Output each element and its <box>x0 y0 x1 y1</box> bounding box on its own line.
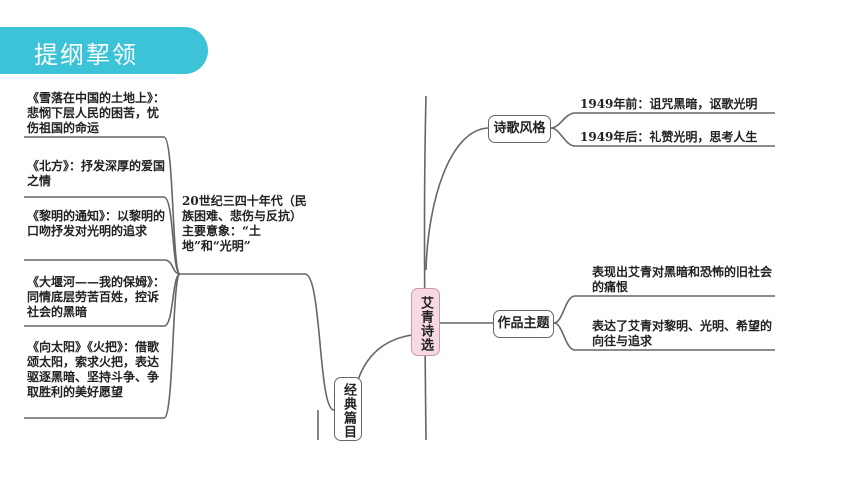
poem-item: 《大堰河——我的保姆》：同情底层劳苦百姓，控诉社会的黑暗 <box>27 275 166 319</box>
section-header: 提纲挈领 <box>0 27 208 74</box>
header-title: 提纲挈领 <box>34 41 138 69</box>
theme-item: 表现出艾青对黑暗和恐怖的旧社会的痛恨 <box>592 265 773 294</box>
theme-item: 表达了艾青对黎明、光明、希望的向往与追求 <box>592 319 773 348</box>
theme-node: 作品主题 <box>493 310 554 338</box>
poem-item: 《北方》：抒发深厚的爱国之情 <box>27 159 166 188</box>
poem-item: 《黎明的通知》：以黎明的口吻抒发对光明的追求 <box>27 209 166 238</box>
style-node: 诗歌风格 <box>488 115 551 143</box>
style-label: 诗歌风格 <box>493 121 546 136</box>
classics-label: 经典篇目 <box>341 382 356 439</box>
poem-item: 《向太阳》《火把》：借歌颂太阳，索求火把，表达驱逐黑暗、坚持斗争、争取胜利的美好… <box>27 340 160 399</box>
style-item: 1949年前：诅咒黑暗，讴歌光明 <box>580 97 758 111</box>
style-item: 1949年后：礼赞光明，思考人生 <box>580 130 758 144</box>
theme-label: 作品主题 <box>497 316 550 331</box>
center-label: 艾青诗选 <box>418 296 433 352</box>
center-node: 艾青诗选 <box>411 288 440 356</box>
classics-summary: 20世纪三四十年代（民族困难、悲伤与反抗）主要意象：“土地”和“光明” <box>182 194 307 253</box>
classics-node: 经典篇目 <box>334 377 362 441</box>
poem-item: 《雪落在中国的土地上》：悲悯下层人民的困苦，忧伤祖国的命运 <box>27 91 166 135</box>
